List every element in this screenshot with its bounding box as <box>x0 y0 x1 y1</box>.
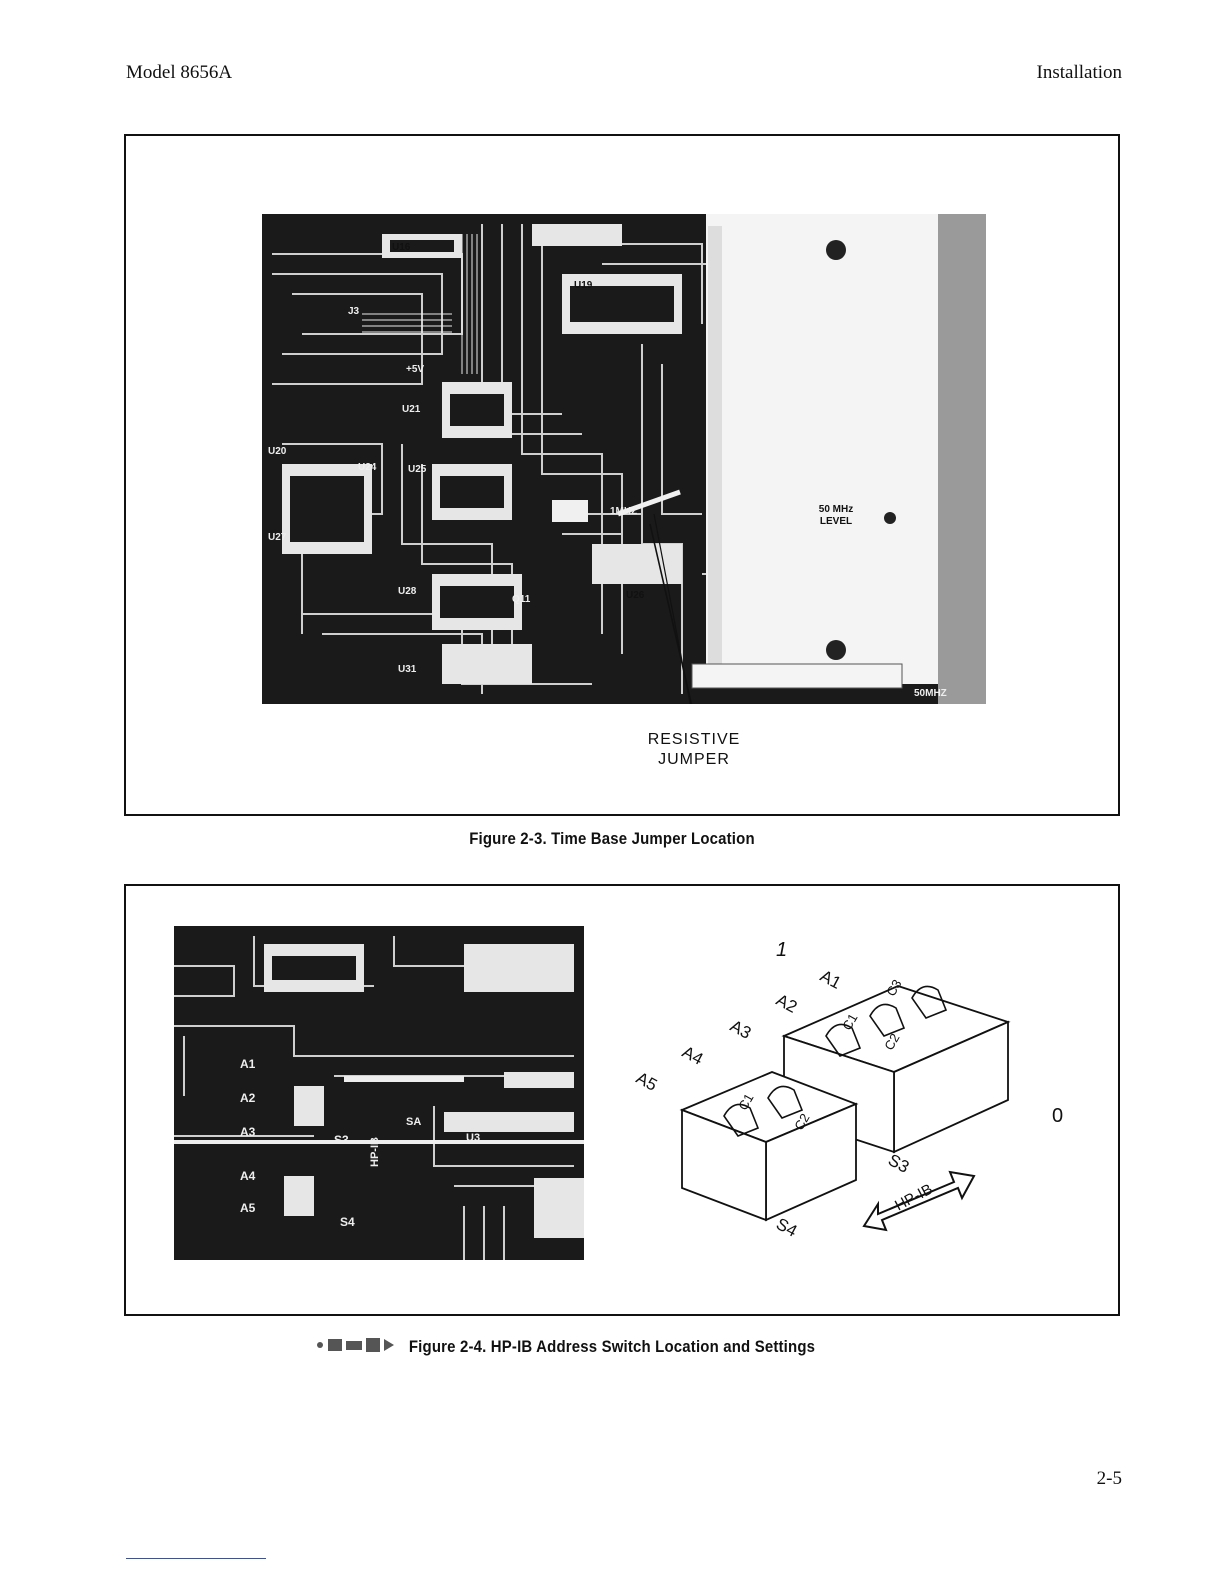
footer-rule <box>126 1558 266 1559</box>
board-label-50mhz: 50MHZ <box>914 688 947 700</box>
board-label-j3: J3 <box>348 306 359 318</box>
photo-label-a4: A4 <box>240 1170 255 1182</box>
board-label-u16: U16 <box>392 242 410 254</box>
page-number: 2-5 <box>1097 1468 1122 1490</box>
callout-line-2: JUMPER <box>614 750 774 770</box>
board-label-u21: U21 <box>402 404 420 416</box>
time-base-board-photo: U16 J3 U19 U21 U20 U24 U25 U27 U28 U31 Q… <box>262 214 986 704</box>
address-switch-drawing: 1 0 A1 A2 A3 A4 A5 C1 C2 C3 C1 C2 S3 S4 … <box>616 926 1096 1266</box>
level-adjust-label: 50 MHz LEVEL <box>810 504 862 528</box>
board-label-u27: U27 <box>268 532 286 544</box>
photo-label-s4: S4 <box>340 1216 355 1228</box>
board-label-u24: U24 <box>358 462 376 474</box>
board-label-u31: U31 <box>398 664 416 676</box>
board-label-u26: U26 <box>626 590 644 602</box>
board-label-1mhz: 1MHZ <box>610 506 637 518</box>
figure-2-4-caption: Figure 2-4. HP-IB Address Switch Locatio… <box>73 1337 1150 1357</box>
board-label-q11: Q11 <box>512 594 530 606</box>
resistive-jumper-callout: RESISTIVE JUMPER <box>614 730 774 770</box>
photo-label-hpib: HP-IB <box>369 1137 381 1167</box>
running-header-section: Installation <box>1037 62 1122 84</box>
photo-label-s3: S3 <box>334 1134 349 1146</box>
level-label-line-2: LEVEL <box>810 516 862 528</box>
board-label-u20: U20 <box>268 446 286 458</box>
photo-label-sa: SA <box>406 1116 421 1128</box>
drawing-label-zero: 0 <box>1052 1110 1063 1122</box>
running-header-model: Model 8656A <box>126 62 232 84</box>
figure-2-3-caption: Figure 2-3. Time Base Jumper Location <box>73 829 1150 849</box>
board-label-u19: U19 <box>574 280 592 292</box>
photo-label-a3: A3 <box>240 1126 255 1138</box>
photo-label-u3: U3 <box>466 1132 480 1144</box>
board-label-u25: U25 <box>408 464 426 476</box>
board-label-plus5v: +5V <box>406 364 424 376</box>
callout-line-1: RESISTIVE <box>614 730 774 750</box>
level-label-line-1: 50 MHz <box>810 504 862 516</box>
photo-label-a1: A1 <box>240 1058 255 1070</box>
photo-label-a5: A5 <box>240 1202 255 1214</box>
figure-2-4-frame: A1 A2 A3 A4 A5 S3 S4 HP-IB U3 SA <box>124 884 1120 1316</box>
address-switch-photo: A1 A2 A3 A4 A5 S3 S4 HP-IB U3 SA <box>174 926 584 1260</box>
board-label-u28: U28 <box>398 586 416 598</box>
figure-2-3-frame: U16 J3 U19 U21 U20 U24 U25 U27 U28 U31 Q… <box>124 134 1120 816</box>
photo-label-a2: A2 <box>240 1092 255 1104</box>
drawing-label-one: 1 <box>776 944 787 956</box>
